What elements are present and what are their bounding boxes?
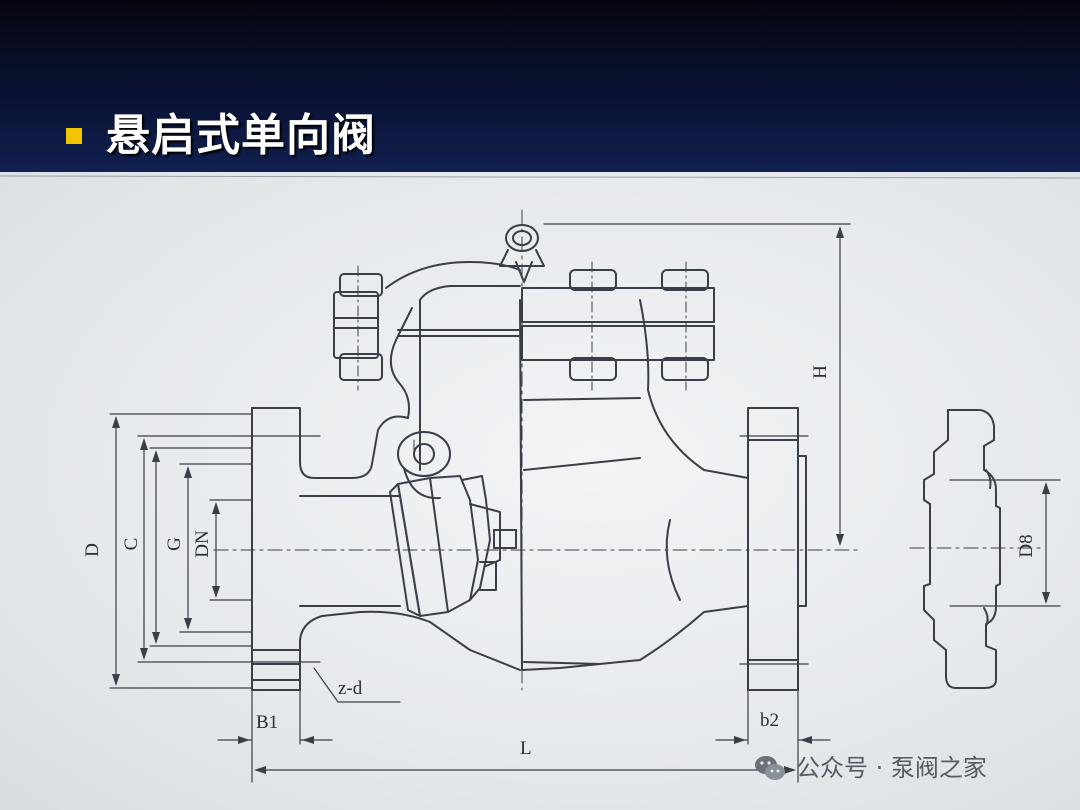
label-b2: b2	[760, 710, 779, 731]
slide-header	[0, 0, 1080, 172]
label-G: G	[164, 537, 185, 551]
label-C: C	[121, 538, 142, 551]
drawing-photo-background	[0, 172, 1080, 810]
dimension-lines	[115, 227, 1047, 771]
outlet-flange	[747, 407, 807, 691]
title-bullet	[66, 128, 82, 144]
wechat-icon	[755, 756, 785, 780]
inlet-flange	[251, 407, 521, 691]
dimension-labels: D C G DN H D8 z-d B1 b2 L	[82, 365, 1037, 759]
label-DN: DN	[192, 530, 213, 558]
flange-section-detail	[923, 409, 1001, 689]
label-H: H	[810, 365, 831, 379]
dimension-arrows	[112, 226, 1050, 774]
label-zd: z-d	[338, 678, 363, 699]
label-L: L	[520, 738, 532, 759]
label-D: D	[82, 543, 103, 557]
centerlines	[213, 209, 1041, 691]
hinge-pin	[397, 431, 451, 500]
page-edge-line	[0, 175, 1080, 179]
label-D8: D8	[1016, 534, 1037, 557]
right-bolt-group	[521, 261, 715, 391]
label-b1: B1	[256, 712, 278, 733]
watermark-text: 公众号 · 泵阀之家	[796, 754, 987, 782]
swing-disc	[389, 475, 517, 617]
slide-title: 悬启式单向阀	[106, 110, 376, 161]
inlet-bore	[299, 495, 401, 607]
valve-body	[389, 299, 749, 671]
watermark: 公众号 · 泵阀之家	[752, 748, 987, 788]
left-bolt-group	[333, 265, 383, 391]
extension-lines	[109, 223, 1061, 783]
